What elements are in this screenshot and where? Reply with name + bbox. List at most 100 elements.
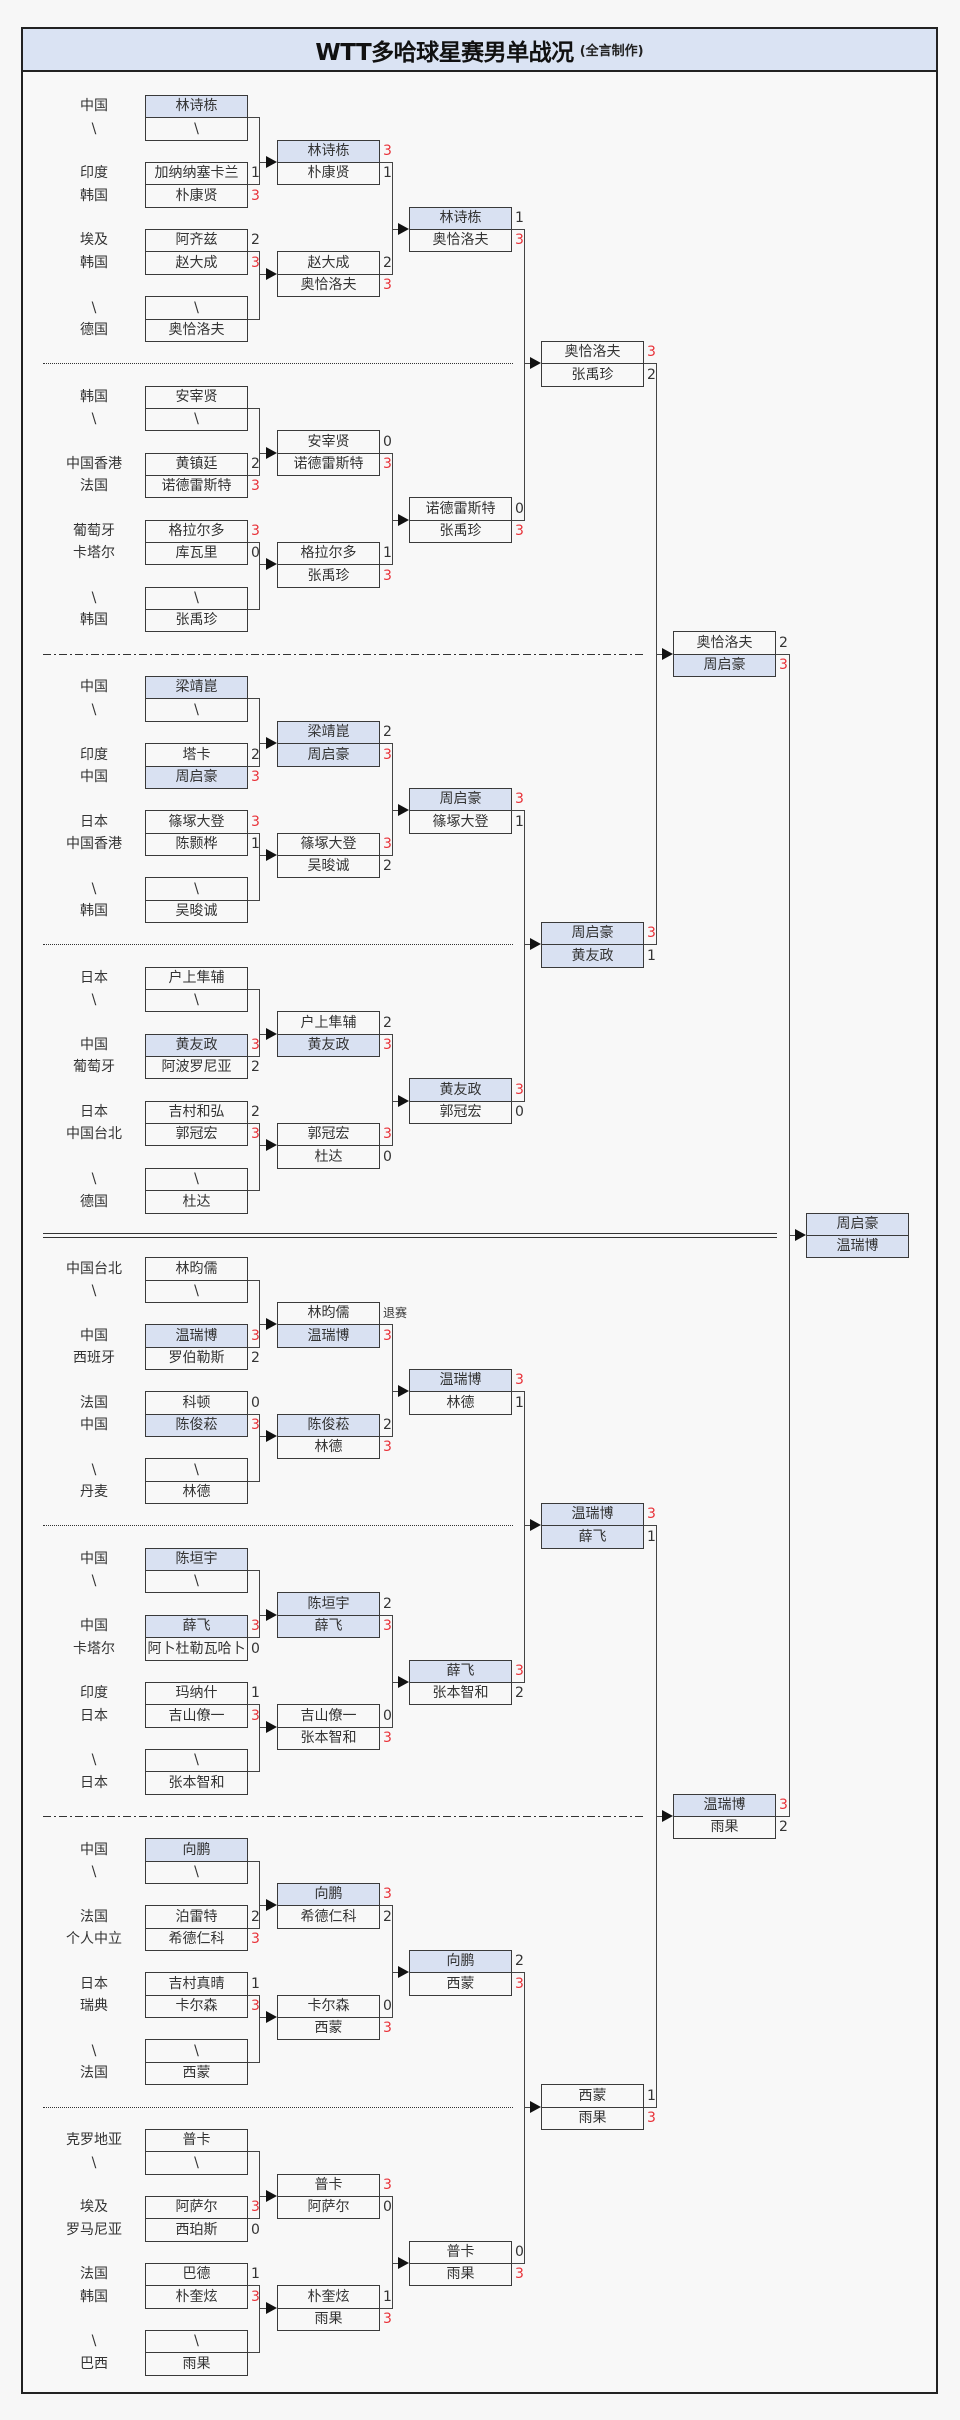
round3-player-cell[interactable]: 温瑞博: [409, 1369, 512, 1392]
round1-player-cell[interactable]: 吉村真晴: [145, 1972, 248, 1996]
final-player-cell[interactable]: 周启豪: [806, 1213, 909, 1236]
round1-player-cell[interactable]: \: [145, 587, 248, 610]
round1-player-cell[interactable]: 林德: [145, 1481, 248, 1504]
semifinal-player-cell[interactable]: 温瑞博: [673, 1794, 776, 1817]
round1-player-cell[interactable]: 泊雷特: [145, 1905, 248, 1929]
round3-player-cell[interactable]: 普卡: [409, 2241, 512, 2264]
round1-player-cell[interactable]: 梁靖崑: [145, 676, 248, 699]
round3-player-cell[interactable]: 篠塚大登: [409, 810, 512, 834]
round1-player-cell[interactable]: 林昀儒: [145, 1257, 248, 1281]
round2-player-cell[interactable]: 温瑞博: [277, 1324, 380, 1348]
round1-player-cell[interactable]: 户上隼辅: [145, 967, 248, 990]
round3-player-cell[interactable]: 黄友政: [409, 1078, 512, 1102]
round3-player-cell[interactable]: 林德: [409, 1391, 512, 1415]
round2-player-cell[interactable]: 格拉尔多: [277, 542, 380, 565]
round1-player-cell[interactable]: 西珀斯: [145, 2218, 248, 2242]
round1-player-cell[interactable]: 朴康贤: [145, 184, 248, 208]
round1-player-cell[interactable]: 温瑞博: [145, 1324, 248, 1348]
round1-player-cell[interactable]: \: [145, 1280, 248, 1303]
round1-player-cell[interactable]: 黄友政: [145, 1034, 248, 1057]
round1-player-cell[interactable]: 雨果: [145, 2352, 248, 2376]
round2-player-cell[interactable]: 周启豪: [277, 743, 380, 767]
round1-player-cell[interactable]: \: [145, 698, 248, 722]
round1-player-cell[interactable]: 塔卡: [145, 743, 248, 767]
round2-player-cell[interactable]: 陈俊菘: [277, 1414, 380, 1437]
round3-player-cell[interactable]: 向鹏: [409, 1950, 512, 1973]
round1-player-cell[interactable]: 郭冠宏: [145, 1123, 248, 1146]
round2-player-cell[interactable]: 黄友政: [277, 1034, 380, 1057]
quarterfinal-player-cell[interactable]: 奥恰洛夫: [541, 341, 644, 364]
round2-player-cell[interactable]: 阿萨尔: [277, 2196, 380, 2219]
round1-player-cell[interactable]: \: [145, 2151, 248, 2175]
round2-player-cell[interactable]: 安宰贤: [277, 430, 380, 454]
round2-player-cell[interactable]: 西蒙: [277, 2017, 380, 2040]
round2-player-cell[interactable]: 诺德雷斯特: [277, 453, 380, 476]
round2-player-cell[interactable]: 雨果: [277, 2308, 380, 2331]
round1-player-cell[interactable]: \: [145, 296, 248, 320]
round2-player-cell[interactable]: 杜达: [277, 1145, 380, 1169]
round2-player-cell[interactable]: 梁靖崑: [277, 721, 380, 744]
round2-player-cell[interactable]: 陈垣宇: [277, 1592, 380, 1616]
round1-player-cell[interactable]: \: [145, 1861, 248, 1884]
round2-player-cell[interactable]: 林诗栋: [277, 140, 380, 163]
round1-player-cell[interactable]: \: [145, 1749, 248, 1772]
round3-player-cell[interactable]: 张本智和: [409, 1682, 512, 1705]
round2-player-cell[interactable]: 希德仁科: [277, 1905, 380, 1929]
round1-player-cell[interactable]: \: [145, 2330, 248, 2353]
round2-player-cell[interactable]: 户上隼辅: [277, 1011, 380, 1035]
round1-player-cell[interactable]: 格拉尔多: [145, 520, 248, 543]
quarterfinal-player-cell[interactable]: 周启豪: [541, 922, 644, 945]
round1-player-cell[interactable]: 薛飞: [145, 1615, 248, 1638]
round1-player-cell[interactable]: 玛纳什: [145, 1682, 248, 1705]
round1-player-cell[interactable]: \: [145, 408, 248, 431]
round1-player-cell[interactable]: 张本智和: [145, 1771, 248, 1795]
round2-player-cell[interactable]: 朴奎炫: [277, 2285, 380, 2309]
round1-player-cell[interactable]: \: [145, 877, 248, 901]
round1-player-cell[interactable]: 库瓦里: [145, 542, 248, 565]
round3-player-cell[interactable]: 郭冠宏: [409, 1101, 512, 1124]
round1-player-cell[interactable]: 黄镇廷: [145, 453, 248, 476]
round3-player-cell[interactable]: 周启豪: [409, 788, 512, 811]
quarterfinal-player-cell[interactable]: 西蒙: [541, 2084, 644, 2108]
round3-player-cell[interactable]: 奥恰洛夫: [409, 229, 512, 252]
round1-player-cell[interactable]: 罗伯勒斯: [145, 1347, 248, 1370]
round1-player-cell[interactable]: 普卡: [145, 2129, 248, 2152]
round2-player-cell[interactable]: 张禹珍: [277, 564, 380, 588]
round2-player-cell[interactable]: 郭冠宏: [277, 1123, 380, 1146]
round1-player-cell[interactable]: 阿卜杜勒瓦哈卜: [145, 1637, 248, 1661]
round1-player-cell[interactable]: 加纳纳塞卡兰: [145, 162, 248, 185]
round1-player-cell[interactable]: \: [145, 1168, 248, 1191]
round1-player-cell[interactable]: 林诗栋: [145, 95, 248, 118]
round2-player-cell[interactable]: 卡尔森: [277, 1995, 380, 2018]
round2-player-cell[interactable]: 吉山僚一: [277, 1704, 380, 1728]
round1-player-cell[interactable]: 赵大成: [145, 251, 248, 275]
final-player-cell[interactable]: 温瑞博: [806, 1235, 909, 1258]
quarterfinal-player-cell[interactable]: 张禹珍: [541, 363, 644, 387]
round1-player-cell[interactable]: \: [145, 1458, 248, 1482]
round2-player-cell[interactable]: 朴康贤: [277, 162, 380, 185]
semifinal-player-cell[interactable]: 周启豪: [673, 654, 776, 677]
round2-player-cell[interactable]: 向鹏: [277, 1883, 380, 1906]
round1-player-cell[interactable]: 向鹏: [145, 1838, 248, 1862]
round2-player-cell[interactable]: 普卡: [277, 2174, 380, 2197]
round1-player-cell[interactable]: 朴奎炫: [145, 2285, 248, 2309]
round3-player-cell[interactable]: 诺德雷斯特: [409, 497, 512, 521]
round3-player-cell[interactable]: 雨果: [409, 2263, 512, 2286]
round1-player-cell[interactable]: \: [145, 117, 248, 141]
round1-player-cell[interactable]: 周启豪: [145, 766, 248, 789]
round1-player-cell[interactable]: 阿波罗尼亚: [145, 1056, 248, 1079]
round1-player-cell[interactable]: 科顿: [145, 1391, 248, 1415]
round3-player-cell[interactable]: 西蒙: [409, 1972, 512, 1996]
round1-player-cell[interactable]: \: [145, 1570, 248, 1593]
round1-player-cell[interactable]: 陈垣宇: [145, 1548, 248, 1571]
round2-player-cell[interactable]: 林德: [277, 1436, 380, 1459]
round3-player-cell[interactable]: 薛飞: [409, 1660, 512, 1683]
round1-player-cell[interactable]: 陈颢桦: [145, 833, 248, 856]
round1-player-cell[interactable]: 奥恰洛夫: [145, 319, 248, 342]
quarterfinal-player-cell[interactable]: 黄友政: [541, 944, 644, 968]
round1-player-cell[interactable]: 张禹珍: [145, 609, 248, 632]
round1-player-cell[interactable]: 西蒙: [145, 2062, 248, 2085]
round1-player-cell[interactable]: 卡尔森: [145, 1995, 248, 2018]
round2-player-cell[interactable]: 奥恰洛夫: [277, 274, 380, 297]
round1-player-cell[interactable]: 阿齐兹: [145, 229, 248, 252]
